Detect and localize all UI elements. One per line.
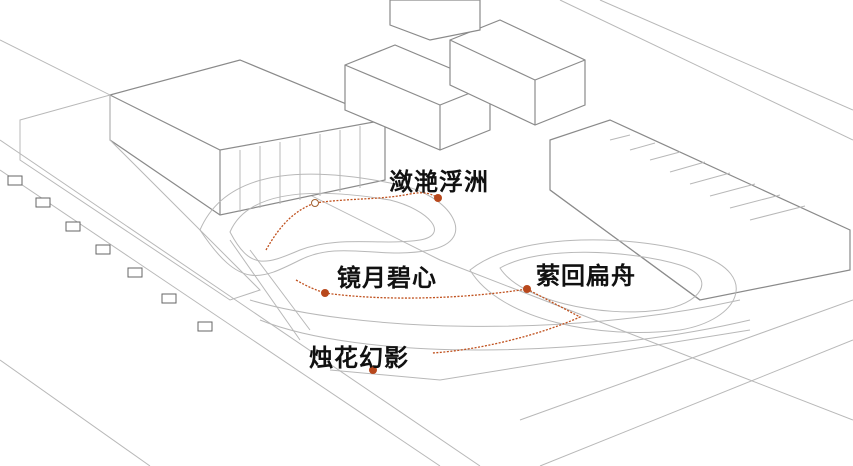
- main-building: [19, 59, 386, 301]
- upper-buildings: [344, 0, 586, 151]
- tree-markers: [7, 175, 213, 332]
- label-zhuhua-huanying: 烛花幻影: [309, 344, 409, 372]
- route-start-point: [311, 199, 319, 207]
- point-jingyue-bixin: [321, 289, 329, 297]
- point-lianyan-fuzhou: [434, 194, 442, 202]
- landscape-contours: [199, 173, 751, 381]
- tour-route: [265, 192, 582, 354]
- point-zhuhua-huanying: [369, 366, 377, 374]
- label-jingyue-bixin: 镜月碧心: [337, 264, 437, 292]
- label-lianyan-fuzhou: 潋滟浮洲: [389, 168, 489, 196]
- point-yinghui-bianzhou: [523, 285, 531, 293]
- parking-structure: [549, 119, 851, 301]
- label-yinghui-bianzhou: 萦回扁舟: [536, 262, 636, 290]
